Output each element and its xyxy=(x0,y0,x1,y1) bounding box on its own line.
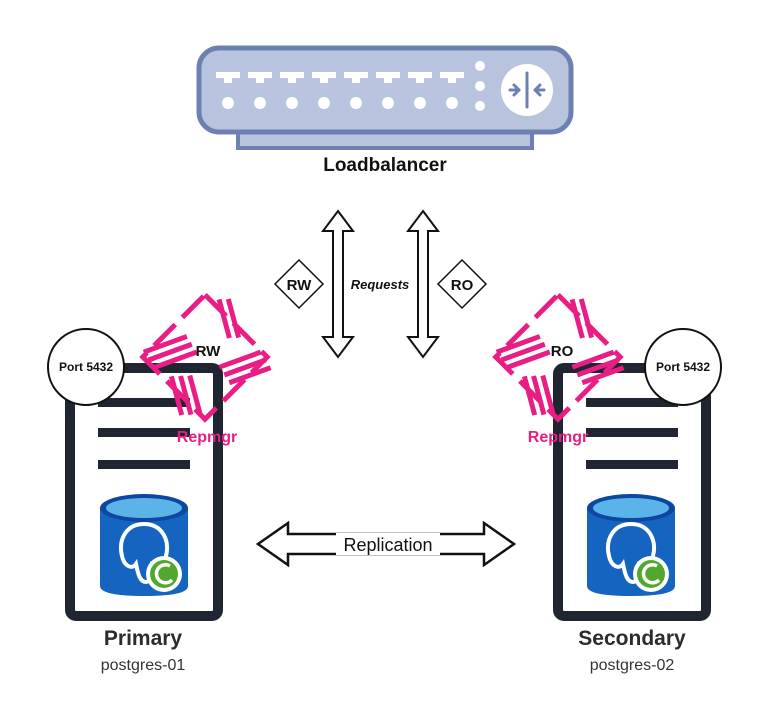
primary-port-badge xyxy=(47,328,125,406)
secondary-title: Secondary xyxy=(578,627,686,650)
replication-arrow xyxy=(255,520,517,568)
secondary-port-label: Port 5432 xyxy=(656,360,710,374)
primary-repmgr-label: Repmgr xyxy=(177,429,237,446)
ro-request-label: RO xyxy=(451,277,474,294)
rw-request-tag xyxy=(273,258,325,310)
secondary-repmgr-label: Repmgr xyxy=(528,429,588,446)
loadbalancer-label: Loadbalancer xyxy=(323,155,447,176)
loadbalancer-icon xyxy=(196,45,574,150)
secondary-database-icon xyxy=(585,492,677,598)
secondary-role-label: RO xyxy=(551,343,574,360)
request-arrow-ro xyxy=(406,209,440,359)
primary-hostname: postgres-01 xyxy=(101,657,186,674)
request-arrow-rw xyxy=(321,209,355,359)
secondary-hostname: postgres-02 xyxy=(590,657,675,674)
secondary-port-badge xyxy=(644,328,722,406)
primary-database-icon xyxy=(98,492,190,598)
primary-title: Primary xyxy=(104,627,183,650)
primary-port-label: Port 5432 xyxy=(59,360,113,374)
replication-label: Replication xyxy=(343,535,432,555)
ro-request-tag xyxy=(436,258,488,310)
requests-label: Requests xyxy=(351,277,410,292)
rw-request-label: RW xyxy=(287,277,313,294)
router-arrows-icon xyxy=(501,64,553,116)
primary-role-label: RW xyxy=(196,343,222,360)
